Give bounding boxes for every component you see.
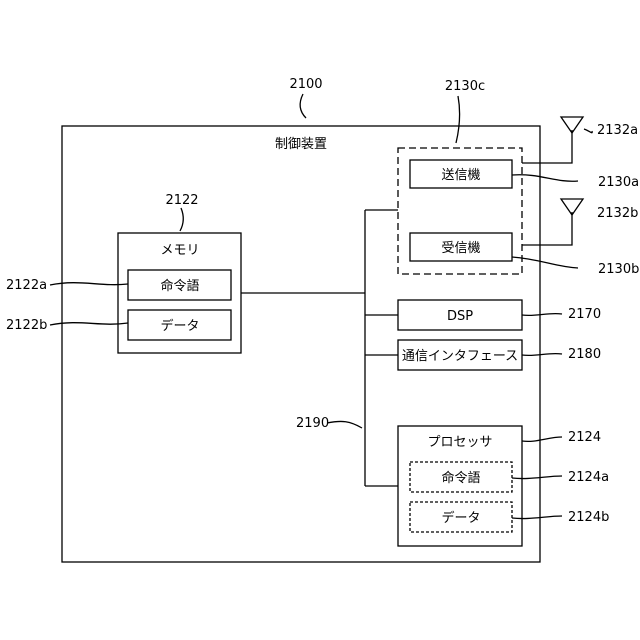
control-device-ref: 2100 <box>289 77 322 92</box>
memory-title: メモリ <box>160 243 199 258</box>
transceiver-ref: 2130c <box>445 79 485 94</box>
receiver-ref: 2130b <box>598 262 639 277</box>
memory-instruction-label: 命令語 <box>160 278 199 294</box>
receiver-label: 受信機 <box>441 241 480 256</box>
memory-data-ref: 2122b <box>6 318 47 333</box>
bus-ref: 2190 <box>296 416 329 431</box>
transmitter-label: 送信機 <box>441 168 480 183</box>
antenna-tx-icon <box>522 117 583 163</box>
comm-interface-ref: 2180 <box>568 347 601 362</box>
processor-ref: 2124 <box>568 430 601 445</box>
processor-instruction-ref: 2124a <box>568 470 609 485</box>
antenna-rx-ref: 2132b <box>597 206 638 221</box>
control-device-box <box>62 126 540 562</box>
processor-data-label: データ <box>441 510 480 526</box>
antenna-tx-ref: 2132a <box>597 123 638 138</box>
dsp-ref: 2170 <box>568 307 601 322</box>
transmitter-ref: 2130a <box>598 175 639 190</box>
processor-data-ref: 2124b <box>568 510 609 525</box>
memory-data-label: データ <box>160 318 199 334</box>
memory-ref: 2122 <box>165 193 198 208</box>
antenna-rx-icon <box>522 199 583 245</box>
reference-leaders <box>50 94 592 519</box>
comm-interface-label: 通信インタフェース <box>402 349 518 364</box>
system-bus <box>241 210 398 486</box>
memory-instruction-ref: 2122a <box>6 278 47 293</box>
processor-title: プロセッサ <box>427 435 492 450</box>
dsp-label: DSP <box>447 309 473 324</box>
processor-instruction-label: 命令語 <box>441 470 480 486</box>
control-device-title: 制御装置 <box>275 137 327 152</box>
